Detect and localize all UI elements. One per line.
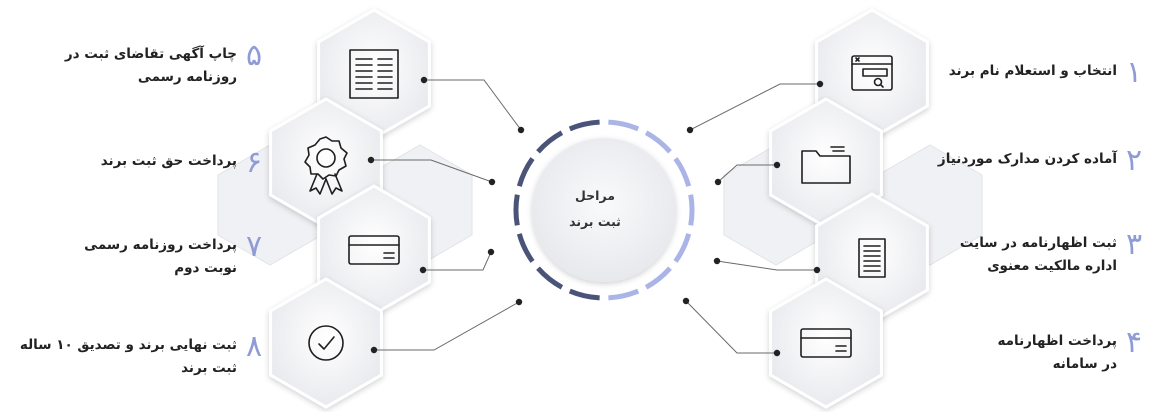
step-1-ring-dot (686, 126, 694, 134)
step-3-text: ثبت اظهارنامه در سایت اداره مالکیت معنوی (959, 235, 1117, 274)
document-icon (858, 238, 886, 278)
step-8-number: ۸ (245, 329, 263, 364)
ring-segment (688, 194, 695, 226)
step-8-hexagon (269, 277, 383, 409)
ring-segment (516, 233, 535, 263)
step-5-number: ۵ (245, 38, 263, 73)
step-5-hex-dot (420, 76, 428, 84)
ring-segment (536, 266, 564, 290)
center-title: مراحل ثبت برند (535, 183, 655, 235)
step-4-hexagon (769, 277, 883, 409)
step-8: ۸ ثبت نهایی برند و تصدیق ۱۰ ساله ثبت برن… (15, 329, 265, 380)
step-1-connector (689, 83, 820, 131)
step-4-hex-dot (773, 349, 781, 357)
center-circle (532, 138, 676, 282)
step-8-hex-dot (370, 346, 378, 354)
ring-segment (608, 119, 640, 132)
step-6-hex-dot (367, 156, 375, 164)
award-ribbon-icon (304, 136, 348, 195)
step-3-hex-dot (813, 266, 821, 274)
step-2-text: آماده کردن مدارک موردنیاز (937, 151, 1117, 167)
step-2-connector (717, 164, 777, 183)
step-1-number: ۱ (1125, 55, 1143, 90)
step-4-connector (685, 300, 777, 354)
step-3: ۳ ثبت اظهارنامه در سایت اداره مالکیت معن… (935, 227, 1145, 278)
step-8-connector (374, 301, 520, 351)
step-7-connector (423, 251, 492, 271)
step-6-connector (371, 159, 493, 183)
step-7-number: ۷ (245, 229, 263, 264)
ring-segment (644, 130, 672, 154)
check-circle-icon (308, 325, 344, 361)
ring-segment (568, 119, 600, 132)
step-7-text: پرداخت روزنامه رسمی نوبت دوم (84, 237, 237, 276)
step-8-text: ثبت نهایی برند و تصدیق ۱۰ ساله ثبت برند (19, 337, 237, 376)
step-8-ring-dot (515, 298, 523, 306)
center-title-line2: ثبت برند (569, 214, 621, 229)
card-icon (800, 328, 852, 358)
step-6: ۶ پرداخت حق ثبت برند (20, 145, 265, 180)
step-2-ring-dot (714, 178, 722, 186)
step-5-connector (424, 79, 522, 131)
step-6-ring-dot (488, 178, 496, 186)
step-1-text: انتخاب و استعلام نام برند (948, 63, 1117, 79)
step-7-ring-dot (487, 248, 495, 256)
step-5-ring-dot (517, 126, 525, 134)
ring-segment (568, 288, 600, 301)
step-2-hex-dot (773, 161, 781, 169)
browser-search-icon (851, 55, 893, 91)
step-6-text: پرداخت حق ثبت برند (100, 153, 237, 169)
step-4-text: پرداخت اظهارنامه در سامانه (997, 333, 1117, 372)
step-1-hex-dot (816, 80, 824, 88)
step-7-hex-dot (419, 266, 427, 274)
step-5: ۵ چاپ آگهی تقاضای ثبت در روزنامه رسمی (20, 38, 265, 89)
ring-segment (673, 233, 692, 263)
ring-segment (673, 157, 692, 187)
step-6-number: ۶ (245, 145, 263, 180)
step-5-text: چاپ آگهی تقاضای ثبت در روزنامه رسمی (64, 46, 237, 85)
newspaper-icon (349, 49, 399, 99)
step-4: ۴ پرداخت اظهارنامه در سامانه (985, 325, 1145, 376)
ring-segment (536, 130, 564, 154)
ring-segment (513, 194, 520, 226)
center-title-line1: مراحل (575, 188, 615, 203)
ring-segment (644, 266, 672, 290)
step-3-ring-dot (713, 257, 721, 265)
step-7: ۷ پرداخت روزنامه رسمی نوبت دوم (65, 229, 265, 280)
step-2-number: ۲ (1125, 143, 1143, 178)
ring-segment (608, 288, 640, 301)
step-3-connector (716, 260, 817, 271)
card-icon (348, 235, 400, 265)
ring-segment (516, 157, 535, 187)
step-4-ring-dot (682, 297, 690, 305)
step-2: ۲ آماده کردن مدارک موردنیاز (925, 143, 1145, 178)
step-1: ۱ انتخاب و استعلام نام برند (935, 55, 1145, 90)
folder-icon (801, 146, 851, 184)
step-3-number: ۳ (1125, 227, 1143, 262)
step-4-number: ۴ (1125, 325, 1143, 360)
